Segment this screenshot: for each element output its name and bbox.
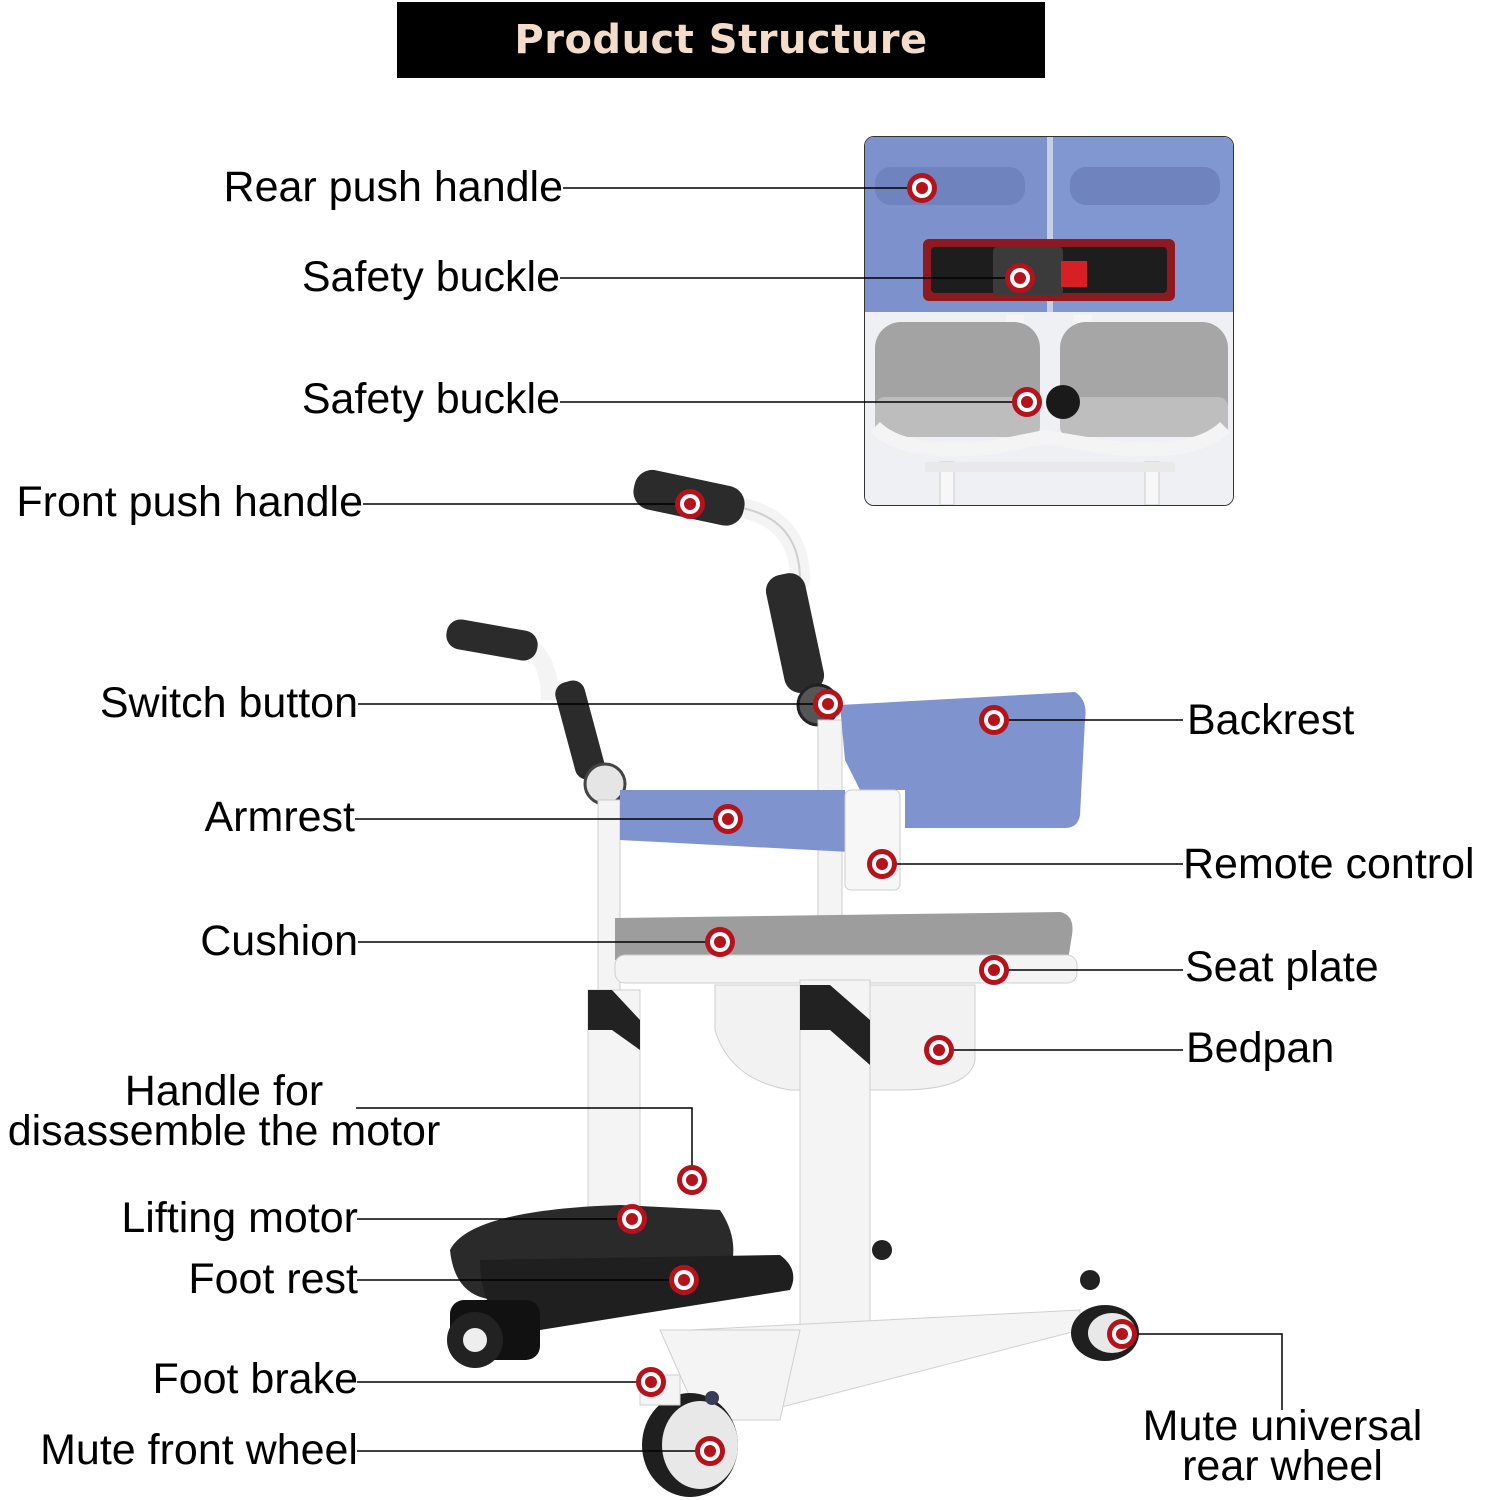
- title-banner: Product Structure: [397, 2, 1045, 78]
- marker-mute-front-wheel: [695, 1436, 725, 1466]
- marker-rear-wheel: [1107, 1319, 1137, 1349]
- marker-bedpan: [924, 1035, 954, 1065]
- label-front-push-handle: Front push handle: [16, 478, 363, 526]
- marker-cushion: [705, 927, 735, 957]
- marker-front-push-handle: [675, 489, 705, 519]
- label-rear-push-handle: Rear push handle: [223, 163, 563, 211]
- marker-motor-handle: [677, 1165, 707, 1195]
- marker-remote-control: [867, 849, 897, 879]
- label-cushion: Cushion: [200, 917, 358, 965]
- label-backrest: Backrest: [1187, 696, 1355, 744]
- label-safety-buckle-bottom: Safety buckle: [301, 375, 560, 423]
- label-seat-plate: Seat plate: [1185, 943, 1379, 991]
- marker-foot-rest: [669, 1265, 699, 1295]
- label-foot-brake: Foot brake: [152, 1355, 358, 1403]
- label-lifting-motor: Lifting motor: [121, 1194, 358, 1242]
- label-remote-control: Remote control: [1183, 840, 1475, 888]
- label-safety-buckle-top: Safety buckle: [301, 253, 560, 301]
- marker-lifting-motor: [617, 1204, 647, 1234]
- inset-detail-photo: [864, 136, 1234, 506]
- label-bedpan: Bedpan: [1186, 1024, 1335, 1072]
- marker-seat-plate: [979, 955, 1009, 985]
- label-motor-handle-line1: Handle for: [124, 1067, 324, 1115]
- label-rear-wheel-line2: rear wheel: [1182, 1442, 1383, 1490]
- marker-foot-brake: [636, 1367, 666, 1397]
- inset-illustration: [865, 137, 1233, 505]
- marker-backrest: [979, 705, 1009, 735]
- marker-safety-buckle-bottom: [1012, 387, 1042, 417]
- marker-safety-buckle-top: [1005, 263, 1035, 293]
- label-foot-rest: Foot rest: [188, 1255, 358, 1303]
- label-motor-handle-line2: disassemble the motor: [7, 1107, 441, 1155]
- label-switch-button: Switch button: [99, 679, 358, 727]
- label-rear-wheel-line1: Mute universal: [1142, 1402, 1423, 1450]
- marker-rear-push-handle: [907, 173, 937, 203]
- marker-switch-button: [813, 689, 843, 719]
- marker-armrest: [713, 804, 743, 834]
- label-armrest: Armrest: [204, 793, 356, 841]
- label-mute-front-wheel: Mute front wheel: [40, 1426, 358, 1474]
- page-title: Product Structure: [514, 17, 928, 63]
